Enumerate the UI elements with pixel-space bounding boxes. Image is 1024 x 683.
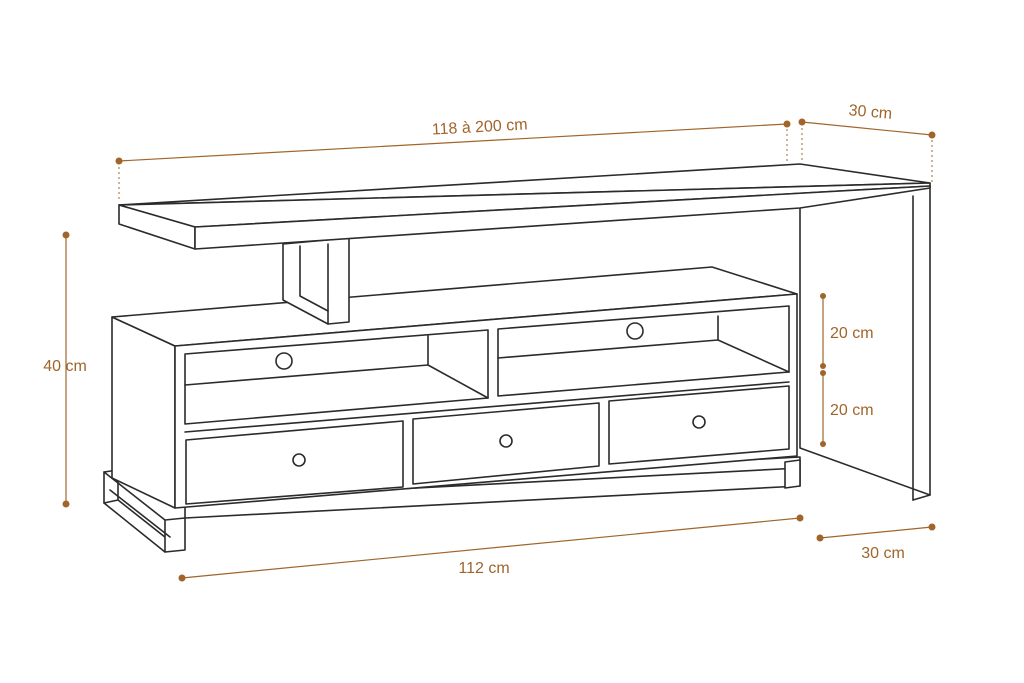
- drawer-knob-icon: [292, 453, 306, 467]
- shelf-upper-label: 20 cm: [830, 325, 874, 342]
- cable-hole-right-icon: [626, 322, 644, 340]
- top-board: [118, 163, 931, 250]
- base-width-label: 112 cm: [458, 560, 509, 577]
- dimension-shelf-heights: 20 cm 20 cm: [820, 293, 874, 447]
- top-depth-label: 30 cm: [848, 102, 893, 123]
- shelf-lower-label: 20 cm: [830, 402, 874, 419]
- height-label: 40 cm: [43, 358, 87, 375]
- cabinet-side: [111, 316, 176, 509]
- dimension-top-depth: 30 cm: [798, 102, 936, 183]
- dimension-base-depth: 30 cm: [816, 523, 936, 562]
- tv-stand-drawing: [103, 163, 931, 553]
- base-depth-label: 30 cm: [861, 545, 905, 562]
- drawer-left: [185, 420, 404, 505]
- top-width-label: 118 à 200 cm: [431, 116, 528, 138]
- dimension-height: 40 cm: [43, 231, 87, 508]
- drawer-knob-icon: [692, 415, 706, 429]
- dimension-base-width: 112 cm: [178, 514, 804, 582]
- open-compartment-right: [497, 305, 790, 397]
- drawer-middle: [412, 402, 600, 485]
- dimension-top-width: 118 à 200 cm: [115, 116, 791, 202]
- drawer-right: [608, 385, 790, 465]
- drawer-knob-icon: [499, 434, 513, 448]
- cable-hole-left-icon: [275, 352, 293, 370]
- open-compartment-left: [184, 329, 489, 425]
